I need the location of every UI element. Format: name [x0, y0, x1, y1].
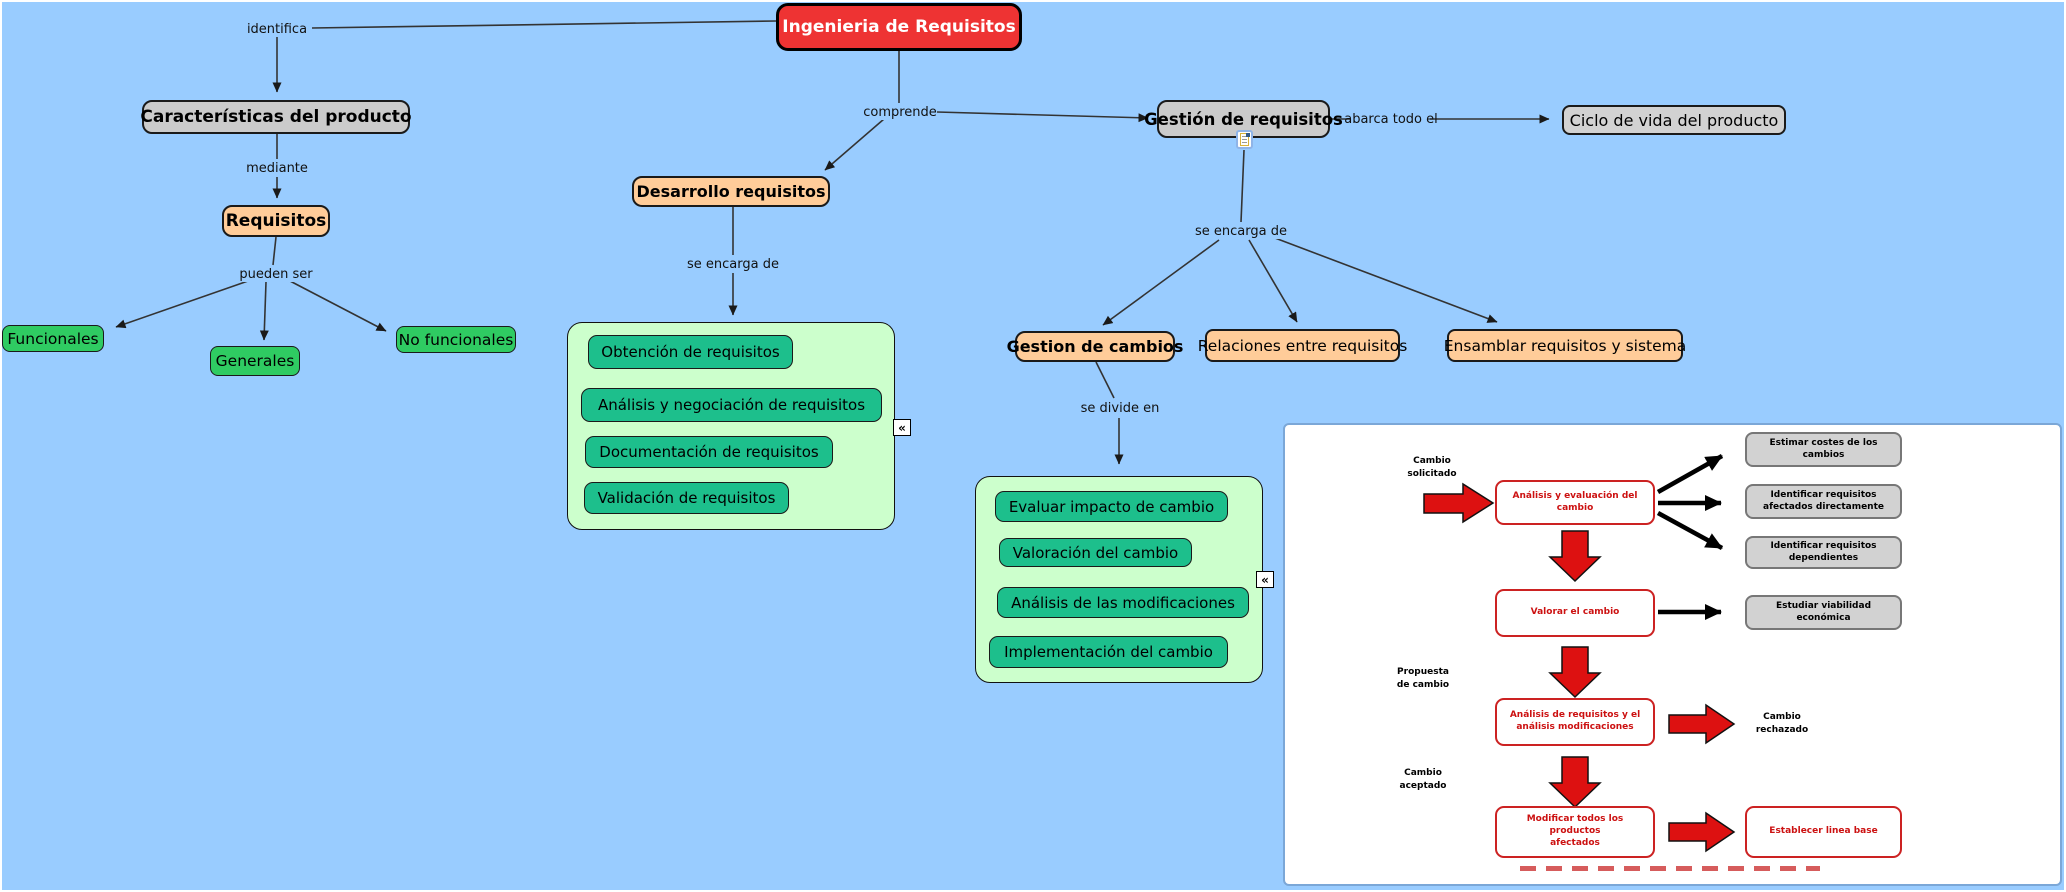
concept-no-funcionales[interactable]: No funcionales	[396, 326, 516, 353]
attachment-resource-icon[interactable]	[1236, 130, 1253, 149]
flow-label-propuesta-de-cambio: Propuesta de cambio	[1396, 667, 1450, 690]
concept-analisis-modificaciones[interactable]: Análisis de las modificaciones	[997, 587, 1249, 618]
flow-label-cambio-rechazado: Cambio rechazado	[1755, 712, 1809, 735]
link-label-pueden-ser[interactable]: pueden ser	[232, 266, 320, 282]
concept-caracteristicas-del-producto[interactable]: Características del producto	[140, 100, 412, 134]
flow-box-analisis-evaluacion-cambio: Análisis y evaluación del cambio	[1495, 480, 1655, 525]
flow-box-identificar-dependientes: Identificar requisitos dependientes	[1745, 536, 1902, 569]
clipped-caption-remnant	[1520, 866, 1820, 871]
collapse-panel-icon[interactable]: «	[893, 419, 911, 436]
concept-relaciones-entre-requisitos[interactable]: Relaciones entre requisitos	[1198, 329, 1407, 362]
concept-ciclo-de-vida-del-producto[interactable]: Ciclo de vida del producto	[1562, 105, 1786, 135]
image-glyph	[1246, 133, 1250, 137]
embedded-flowchart-image[interactable]	[1283, 423, 2062, 886]
concept-validacion-de-requisitos[interactable]: Validación de requisitos	[584, 482, 789, 514]
concept-gestion-de-cambios[interactable]: Gestion de cambios	[1007, 331, 1183, 362]
concept-requisitos[interactable]: Requisitos	[222, 205, 330, 237]
concept-desarrollo-requisitos[interactable]: Desarrollo requisitos	[632, 176, 830, 207]
flow-box-modificar-productos: Modificar todos los productos afectados	[1495, 806, 1655, 858]
flow-box-estimar-costes: Estimar costes de los cambios	[1745, 432, 1902, 467]
concept-analisis-y-negociacion[interactable]: Análisis y negociación de requisitos	[581, 388, 882, 422]
flow-label-cambio-solicitado: Cambio solicitado	[1407, 456, 1457, 479]
flow-box-establecer-linea-base: Establecer linea base	[1745, 806, 1902, 858]
concept-evaluar-impacto[interactable]: Evaluar impacto de cambio	[995, 491, 1228, 522]
document-glyph	[1240, 133, 1249, 146]
flow-box-analisis-requisitos-modificaciones: Análisis de requisitos y el análisis mod…	[1495, 698, 1655, 746]
flow-box-identificar-afectados: Identificar requisitos afectados directa…	[1745, 484, 1902, 519]
link-label-comprende[interactable]: comprende	[863, 104, 937, 120]
link-label-abarca-todo-el[interactable]: abarca todo el	[1344, 111, 1438, 127]
concept-ingenieria-de-requisitos[interactable]: Ingenieria de Requisitos	[776, 3, 1022, 51]
concept-valoracion-del-cambio[interactable]: Valoración del cambio	[999, 538, 1192, 567]
link-label-identifica[interactable]: identifica	[243, 21, 311, 37]
link-label-se-encarga-de-der[interactable]: se encarga de	[1195, 223, 1287, 239]
concept-documentacion-de-requisitos[interactable]: Documentación de requisitos	[585, 436, 833, 468]
concept-generales[interactable]: Generales	[210, 346, 300, 376]
flow-box-valorar-el-cambio: Valorar el cambio	[1495, 589, 1655, 637]
link-label-mediante[interactable]: mediante	[242, 160, 312, 176]
link-label-se-encarga-de-izq[interactable]: se encarga de	[687, 256, 779, 272]
flow-box-estudiar-viabilidad: Estudiar viabilidad económica	[1745, 595, 1902, 630]
concept-funcionales[interactable]: Funcionales	[2, 325, 104, 352]
concept-obtencion-de-requisitos[interactable]: Obtención de requisitos	[588, 335, 793, 369]
link-label-se-divide-en[interactable]: se divide en	[1080, 400, 1160, 416]
collapse-panel-icon[interactable]: «	[1256, 571, 1274, 588]
flow-label-cambio-aceptado: Cambio aceptado	[1399, 768, 1447, 791]
flow-block-arrows	[1423, 482, 1736, 853]
concept-ensamblar-requisitos-y-sistema[interactable]: Ensamblar requisitos y sistema	[1444, 329, 1686, 362]
concept-implementacion-del-cambio[interactable]: Implementación del cambio	[989, 636, 1228, 668]
